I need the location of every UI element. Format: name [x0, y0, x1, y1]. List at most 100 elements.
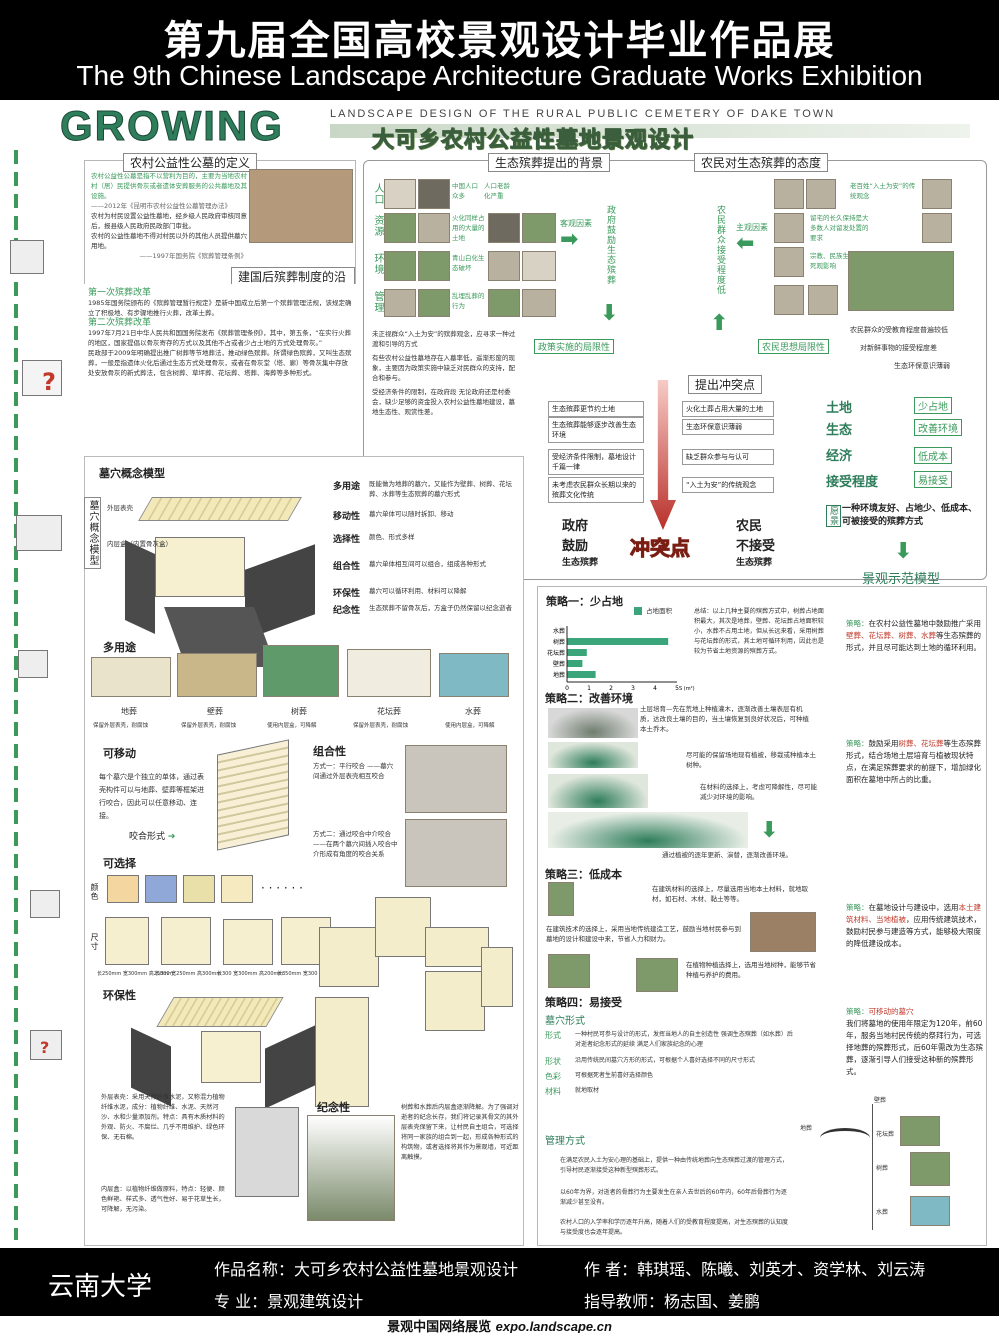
footer-url[interactable]: expo.landscape.cn — [495, 1319, 612, 1333]
arrow-right-icon: ➡ — [560, 227, 579, 252]
photo-villagers — [848, 251, 954, 311]
right-analysis-2: 对新鲜事物的接受程度差 — [860, 344, 937, 352]
decor-cube — [30, 1030, 62, 1060]
gov-encourage-label: 政府鼓励生态殡葬 — [605, 205, 615, 285]
s1-side-b: 在农村公益性墓地中鼓励推广采用 — [868, 619, 982, 628]
combination-method2: 方式二：通过咬合中介咬合 ——在两个墓穴间插入咬合中介形成有角度的咬合关系 — [313, 830, 398, 858]
use-ground-name: 地葬 — [121, 707, 137, 716]
photo-field2 — [522, 289, 556, 317]
color-label: 颜色 — [90, 883, 99, 901]
vision-text: 一种环境友好、占地少、低成本、可被接受的殡葬方式 — [842, 504, 978, 527]
arrow-up-icon: ⬆ — [710, 311, 729, 336]
size-label: 尺寸 — [90, 933, 99, 951]
photo-hills2 — [418, 251, 450, 281]
more-colors-ellipsis: · · · · · · — [261, 881, 303, 895]
note-eco-damage: 青山白化生态破坏 — [452, 254, 485, 272]
s2-text-1: 土层培育—先在荒地上种植灌木，逐渐改善土壤表层有机质，达改良土壤的目的，当土壤恢… — [640, 705, 809, 733]
prop-combination: 组合性 墓穴单体相互间可以组合，组成各种形式 — [333, 560, 486, 572]
multi-use-title: 多用途 — [103, 641, 136, 654]
history-panel: 第一次殡葬改革 1985年国务院颁布的《殡葬管理暂行规定》是新中国成立后第一个殡… — [84, 284, 356, 434]
combination-title: 组合性 — [313, 745, 346, 758]
question-mark-icon: ? — [40, 1038, 50, 1057]
tree-burial-img — [263, 645, 339, 697]
s2-side-prefix: 策略： — [846, 739, 869, 748]
key-acceptance: 接受程度 — [826, 475, 879, 490]
size-cube-1 — [105, 917, 149, 965]
photo-village — [522, 213, 556, 243]
color-cube-blue — [145, 875, 177, 903]
photo-tombs2 — [522, 251, 556, 281]
row-label-environment: 环境 — [372, 253, 383, 275]
size-cube-3 — [223, 919, 273, 965]
wall-frame-drawing — [217, 739, 289, 851]
chart-x-tick: 2 — [609, 685, 613, 692]
combination-photo1 — [405, 745, 507, 813]
cemetery-sign-photo — [249, 169, 353, 243]
major-label: 专 业： — [214, 1292, 268, 1311]
s3-side-b: 在墓地设计与建设中，选用 — [868, 903, 959, 912]
s4-manage-2: 以60年为界，对逝者的骨葬行为主要发生在亲人去世后的60年内，60年后骨葬行为逐… — [560, 1189, 787, 1206]
definition-title: 农村公益性公墓的定义 — [123, 153, 258, 172]
s4-manage-3: 农村人口的入学率和学历逐年升高，随着人们的受教育程度提高，对生态殡葬的认知度与接… — [560, 1219, 789, 1236]
conflict-left-2: 生态殡葬能够逐步改善生态环境 — [548, 417, 644, 443]
s4-form-title: 墓穴形式 — [545, 1016, 585, 1027]
definition-p3: 农村的公益性墓地不得对村民以外的其他人员提供墓穴用地。 — [91, 232, 247, 250]
decor-cube — [30, 890, 60, 918]
diag-label-tree: 树葬 — [876, 1165, 889, 1172]
size-text-1: 长250mm 宽300mm 高250mm — [97, 971, 174, 977]
s2-side-d: 等生态殡葬形式，结合场地土层培育与植被现状特点，在满足殡葬要求的前提下，增加绿化… — [846, 739, 981, 784]
key-economy: 经济 — [826, 449, 853, 464]
s3-text-1: 在建筑材料的选择上，尽量选用当地本土材料，就地取材，如石材、木材、黏土等等。 — [652, 885, 808, 903]
s3-side-c: 本土建筑材料、当地植被 — [846, 903, 981, 924]
s3-side-prefix: 策略： — [846, 903, 869, 912]
row-label-management: 管理 — [372, 291, 383, 313]
reform3-text: 民政部于2009年明确提出推广树葬等节地葬法，推动绿色殡葬。所谓绿色殡葬，又叫生… — [88, 349, 352, 377]
chart-x-tick: 4 — [653, 685, 657, 692]
definition-p1: 农村公益性公墓是指不以营利为目的，主要为当地农村村（居）民提供骨灰或者遗体安葬服… — [91, 172, 247, 200]
chart-bar — [567, 649, 587, 656]
combination-photo2 — [405, 819, 507, 887]
terrain-drawing-1 — [548, 708, 638, 738]
terrain-drawing-3 — [548, 774, 648, 808]
eco-title: 环保性 — [103, 989, 136, 1002]
decor-cube — [10, 240, 44, 274]
stack-block-1 — [319, 927, 379, 987]
conflict-left-1: 生态殡葬更节约土地 — [548, 401, 644, 417]
outer-shell-label: 外层表壳 — [107, 504, 133, 512]
eco-shell-section — [235, 1107, 299, 1197]
photo-burial2 — [418, 289, 450, 317]
policy-limit-label: 政策实施的局限性 — [534, 339, 615, 354]
major: 景观建筑设计 — [267, 1292, 364, 1311]
concept-title: 墓穴概念模型 — [99, 467, 165, 480]
note-hair: 留宅的长久保持是大多数人对留发处置的要求 — [810, 214, 869, 242]
s4-row-shape: 形状 沿用传统民间墓穴方形的形式，可根据个人喜好选择不同的尺寸形式 — [545, 1057, 756, 1066]
s4-side-prefix: 策略： — [846, 1007, 869, 1016]
movable-text: 每个墓穴是个独立的单体，通过表壳构件可以与地葬、壁葬等框架进行咬合，因此可以任意… — [99, 773, 204, 820]
photo-elders — [418, 179, 450, 209]
arrow-down-icon: ⬇ — [760, 818, 779, 843]
diag-tree-img — [910, 1152, 950, 1186]
background-title: 生态殡葬提出的背景 — [488, 153, 611, 172]
water-burial-img — [439, 653, 509, 697]
question-mark-icon: ? — [42, 368, 56, 396]
photo-old-face — [922, 213, 952, 243]
wall-burial-img — [177, 653, 257, 697]
photo-old-woman — [922, 179, 952, 209]
color-cube-cream — [221, 875, 253, 903]
farmer-acceptance-label: 农民群众接受程度低 — [715, 205, 725, 295]
chart-summary: 总结：以上几种主要的殡葬方式中，树葬占地面积最大，其次是地葬，壁葬、花坛葬占地面… — [694, 608, 824, 655]
title-decor-bar — [330, 124, 970, 138]
model-title: 景观示范模型 — [862, 572, 941, 587]
left-analysis-3: 受经济条件的限制，在政府段 无论政府还是村委会，缺少足够的资金投入农村公益性墓地… — [372, 388, 515, 416]
conflict-left-3: 受经济条件限制，墓地设计千篇一律 — [548, 449, 644, 475]
ground-burial-img — [91, 657, 171, 697]
memorial-text: 树葬和水葬后内层盒逐渐降解。为了强调对逝者的纪念长存，我们将记录其骨文的其外层表… — [401, 1104, 519, 1161]
use-flower-desc: 保留外层表壳，耐腐蚀 — [353, 723, 409, 729]
encourage-label: 鼓励 — [562, 539, 589, 554]
key-land: 土地 — [826, 401, 853, 416]
conflict-right-2: 生态环保意识薄弱 — [682, 419, 774, 435]
memorial-forest-photo — [307, 1115, 395, 1221]
advisors: 杨志国、姜鹏 — [664, 1292, 761, 1311]
note-traditional: 老百姓“入土为安”的传统观念 — [850, 182, 916, 200]
